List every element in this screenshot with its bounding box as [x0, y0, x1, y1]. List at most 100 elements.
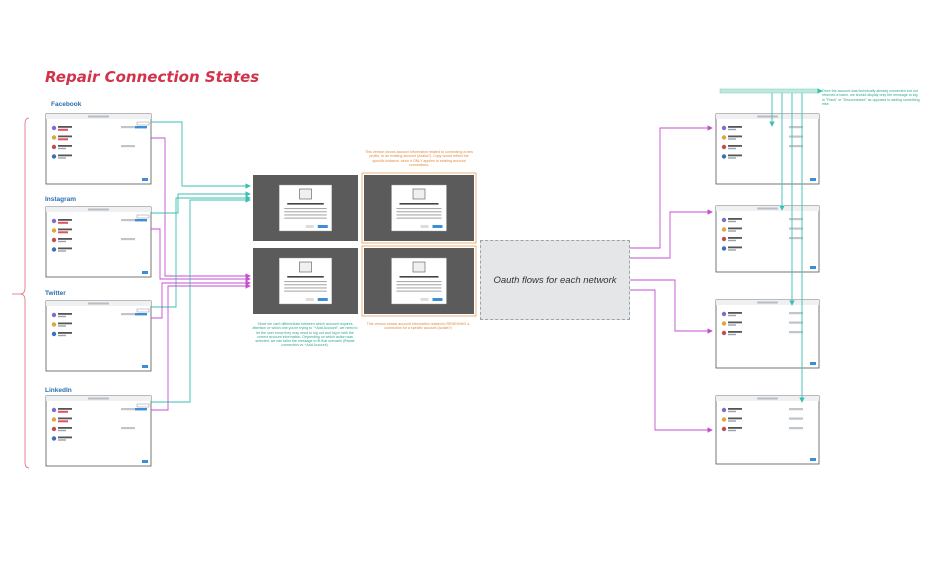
screen-facebook-row-1-name: [58, 135, 72, 138]
screen-result-3-done-button: [810, 362, 816, 365]
status-bar-strip: [719, 88, 819, 94]
screen-result-4-row-0-name: [728, 408, 742, 410]
network-label-linkedin: LinkedIn: [45, 387, 72, 394]
modal-repair-2-text-0: [284, 281, 327, 283]
screen-result-3-row-2-name: [728, 331, 742, 333]
modal-add-1-calendar-icon: [412, 188, 426, 200]
screen-instagram-row-0-avatar: [51, 218, 57, 224]
screen-linkedin-row-0-name: [58, 408, 72, 410]
modal-repair-1-calendar-icon: [299, 188, 312, 200]
screen-result-4-row-2-action: [789, 427, 803, 430]
screen-instagram-row-2-name: [58, 238, 72, 240]
screen-twitter-row-2-avatar: [51, 331, 57, 337]
screen-twitter-highlight-btn: [136, 308, 150, 313]
screen-twitter-row-2-name: [58, 332, 72, 334]
screen-linkedin-row-0-action: [121, 408, 135, 411]
modal-repair-1-text-3: [284, 217, 327, 219]
modal-repair-1-cancel-button: [305, 225, 314, 228]
screen-facebook-row-0-primary: [135, 126, 147, 129]
modal-repair-2-text-3: [284, 290, 327, 292]
screen-result-3-row-1-avatar: [721, 321, 727, 326]
screen-instagram-row-0-action: [121, 219, 135, 222]
screen-result-1-row-1-avatar: [721, 135, 727, 140]
network-label-instagram: Instagram: [45, 196, 77, 203]
screen-result-3-row-1-meta: [728, 324, 736, 326]
network-label-facebook: Facebook: [51, 101, 82, 108]
screen-result-2-row-0-name: [728, 218, 742, 220]
screen-result-3-row-2-action: [789, 331, 803, 334]
screen-result-4-done-button: [810, 458, 816, 461]
modal-repair-2-calendar-icon: [299, 261, 312, 273]
screen-instagram-row-1-avatar: [51, 228, 57, 233]
modal-repair-1-text-1: [284, 211, 327, 213]
screen-facebook-row-0-name: [58, 126, 72, 128]
screen-facebook-row-2-action: [121, 145, 135, 148]
modal-add-2-text-1: [396, 284, 442, 286]
screen-facebook-done-button: [142, 178, 148, 181]
screen-twitter-row-0-name: [58, 313, 72, 315]
screen-twitter-row-1-meta: [58, 325, 66, 327]
modal-add-1-text-0: [396, 208, 442, 210]
page-title: Repair Connection States: [45, 68, 260, 86]
screen-result-1-row-3-meta: [728, 157, 736, 159]
screen-facebook-row-3-name: [58, 154, 72, 157]
screen-result-1-row-3-avatar: [721, 154, 727, 159]
screen-result-4-row-0-action: [789, 408, 803, 411]
screen-result-1-row-2-meta: [728, 147, 736, 150]
screen-result-3-row-2-meta: [728, 333, 736, 336]
screen-result-4-row-2-name: [728, 427, 742, 429]
modal-repair-2-text-2: [284, 287, 327, 289]
modal-add-1-text-1: [396, 211, 442, 213]
screen-result-2-row-0-avatar: [721, 217, 727, 223]
screen-result-1-row-2-avatar: [721, 144, 727, 150]
screen-result-4-row-0-meta: [728, 410, 736, 413]
oauth-flows-box: Oauth flows for each network: [480, 240, 630, 320]
screen-result-2-row-1-name: [728, 227, 742, 230]
screen-facebook-row-0-badge: [58, 128, 68, 131]
screen-facebook-row-1-badge: [58, 138, 68, 141]
modal-add-2-text-0: [396, 281, 442, 283]
modal-repair-2-cancel-button: [305, 298, 314, 301]
modal-add-1-frame: [361, 172, 477, 244]
screen-linkedin-row-2-name: [58, 427, 72, 429]
screen-linkedin-row-1-avatar: [51, 417, 57, 422]
screen-linkedin-row-1-name: [58, 417, 72, 420]
screen-result-4-row-1-avatar: [721, 417, 727, 422]
screen-result-2-row-2-action: [789, 237, 803, 240]
modal-repair-2-text-1: [284, 284, 327, 286]
note-add-account: This version shows account information r…: [365, 150, 473, 167]
screen-facebook-title-text: [88, 115, 109, 118]
modal-add-1-text-3: [396, 217, 442, 219]
screen-result-4-title-text: [757, 397, 778, 400]
screen-instagram-row-0-name: [58, 219, 72, 221]
screen-linkedin-highlight-btn: [136, 403, 150, 408]
network-label-twitter: Twitter: [45, 290, 66, 297]
screen-linkedin-row-0-avatar: [51, 407, 57, 413]
screen-linkedin-row-2-action: [121, 427, 135, 430]
screen-result-1-row-0-name: [728, 126, 742, 128]
screen-result-4-row-2-meta: [728, 429, 736, 432]
screen-result-4-row-1-name: [728, 417, 742, 420]
screen-twitter-row-0-meta: [58, 315, 66, 318]
modal-add-1-ok-button: [432, 225, 443, 228]
screen-facebook-row-3-meta: [58, 157, 66, 159]
screen-result-2-row-1-avatar: [721, 227, 727, 232]
screen-linkedin-row-3-avatar: [51, 436, 57, 441]
screen-result-2-row-3-meta: [728, 249, 736, 251]
modal-add-1-heading: [399, 203, 439, 205]
screen-result-4-row-1-meta: [728, 420, 736, 422]
modal-repair-2-ok-button: [317, 298, 328, 301]
screen-linkedin-row-3-name: [58, 436, 72, 439]
arrow-oauth-result-2: [628, 209, 713, 259]
screen-result-2-row-3-avatar: [721, 246, 727, 251]
arrow-li-add: [151, 283, 251, 411]
screen-twitter-row-0-action: [121, 313, 135, 316]
screen-twitter-row-0-primary: [135, 313, 147, 316]
modal-add-1-cancel-button: [420, 225, 429, 228]
screen-result-1-row-0-avatar: [721, 125, 727, 131]
screen-linkedin-title-text: [88, 397, 109, 400]
screen-result-2-row-2-avatar: [721, 236, 727, 242]
screen-result-3-row-0-name: [728, 312, 742, 314]
arrow-tw-add: [151, 280, 251, 319]
